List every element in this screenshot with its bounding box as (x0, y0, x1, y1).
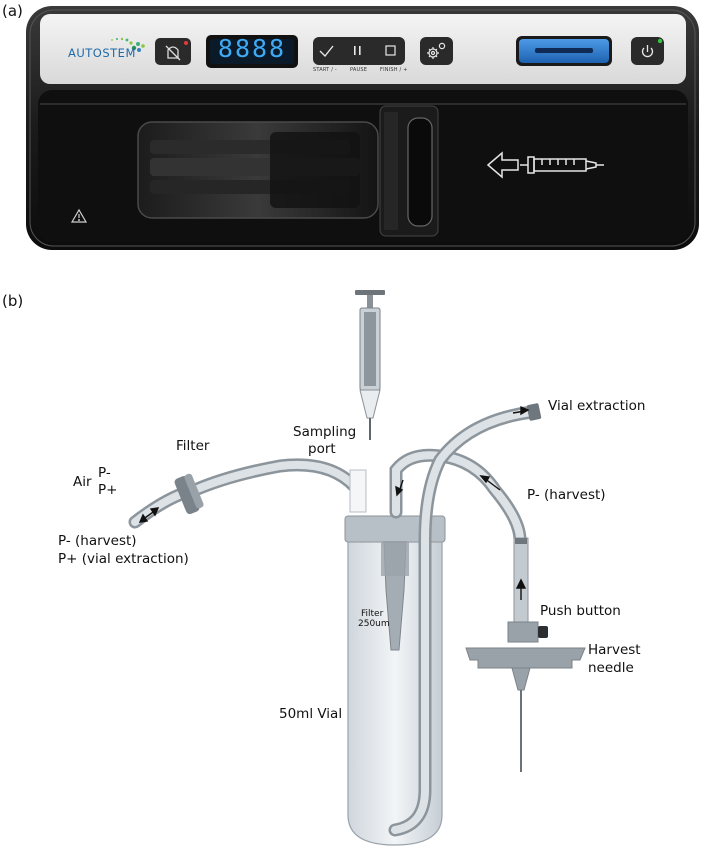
start-button-label: START / - (313, 67, 337, 73)
push-button-label: Push button (540, 603, 621, 619)
gear-icon (427, 42, 446, 59)
syringe-direction-icon (486, 151, 604, 179)
push-button-assembly (465, 621, 586, 772)
air-p-plus-label: P+ (98, 482, 118, 498)
pause-button-label: PAUSE (350, 67, 368, 73)
air-tube (128, 458, 362, 529)
mute-button (155, 38, 191, 65)
p-minus-harvest-right-label: P- (harvest) (527, 487, 606, 503)
panel-b-tag: (b) (2, 292, 24, 310)
sampling-syringe (355, 290, 385, 440)
panel-a-tag: (a) (2, 2, 23, 20)
harvest-needle-label-line1: Harvest (588, 642, 641, 658)
autostem-logo-icon (111, 37, 145, 52)
harvest-needle-label-line2: needle (588, 660, 634, 676)
inner-filter-label-line2: 250um (358, 619, 390, 629)
air-label: Air (73, 474, 92, 490)
pause-icon (354, 46, 361, 55)
brand-logo: AUTOSTEM (68, 46, 136, 60)
check-icon (319, 45, 334, 58)
warning-icon (70, 208, 88, 223)
harvest-tube (389, 448, 527, 547)
inline-filter (174, 473, 204, 515)
digital-display: 8888 (217, 34, 287, 63)
p-plus-vial-extraction-label: P+ (vial extraction) (58, 551, 189, 567)
vial-extraction-label: Vial extraction (548, 398, 646, 414)
stop-icon (385, 45, 396, 56)
extraction-tube (388, 405, 539, 837)
device-illustration (26, 6, 699, 250)
vial-label: 50ml Vial (279, 706, 343, 722)
air-p-minus-label: P- (98, 465, 111, 481)
filter-label: Filter (176, 438, 210, 454)
sampling-port-label-line2: port (308, 441, 336, 457)
vial-50ml (344, 515, 446, 846)
mute-led-icon (184, 41, 188, 45)
power-icon (641, 45, 654, 58)
p-minus-harvest-label: P- (harvest) (58, 533, 137, 549)
finish-button-label: FINISH / + (380, 67, 408, 73)
sampling-port-label-line1: Sampling (293, 424, 357, 440)
bell-mute-icon (165, 45, 181, 61)
inner-filter-label-line1: Filter (361, 609, 384, 619)
power-led-icon (657, 38, 663, 44)
